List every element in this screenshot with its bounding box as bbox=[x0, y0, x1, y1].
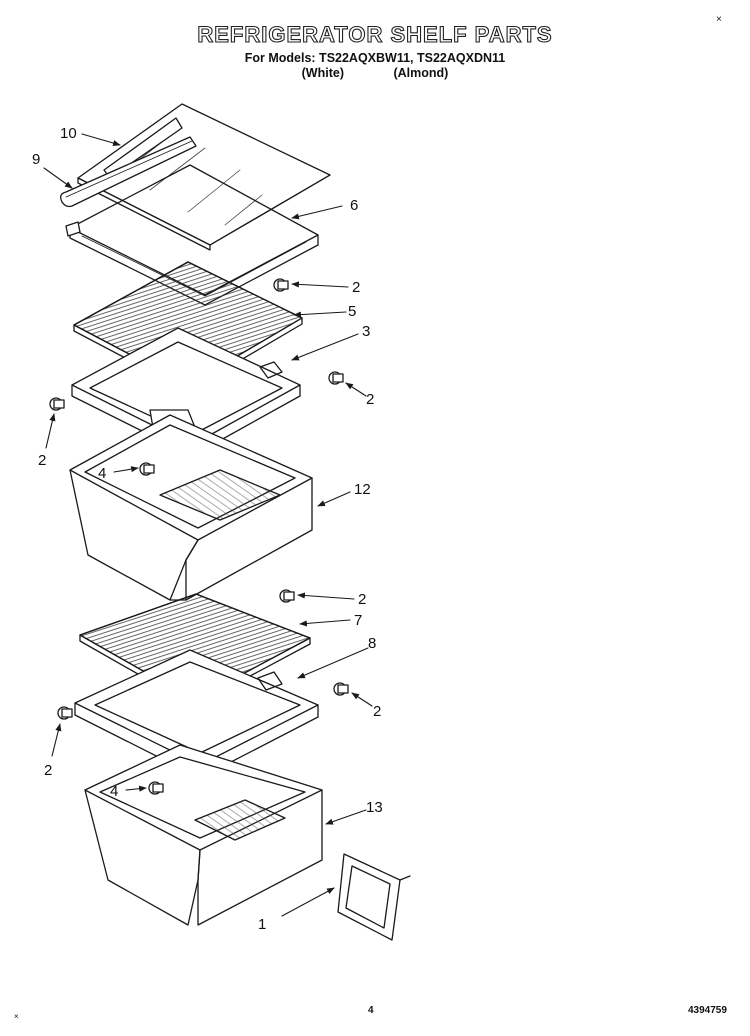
model-variants: (White) (Almond) bbox=[0, 66, 750, 80]
screw-fasteners bbox=[49, 278, 349, 795]
bracket-part-1 bbox=[337, 853, 411, 941]
crisper-drawer-part-12 bbox=[69, 409, 313, 601]
callout-1: 1 bbox=[258, 916, 266, 933]
corner-mark: × bbox=[716, 14, 722, 25]
callout-7: 7 bbox=[354, 612, 362, 629]
callout-numbers: 10 9 6 2 5 3 2 2 4 12 2 7 8 2 2 4 13 1 bbox=[32, 125, 383, 933]
variant-almond: (Almond) bbox=[393, 66, 449, 80]
callout-2c: 2 bbox=[38, 452, 46, 469]
page-title: REFRIGERATOR SHELF PARTS bbox=[197, 21, 553, 47]
model-numbers: For Models: TS22AQXBW11, TS22AQXDN11 bbox=[244, 51, 506, 65]
callout-4a: 4 bbox=[98, 465, 106, 482]
callout-3: 3 bbox=[362, 323, 370, 340]
callout-2a: 2 bbox=[352, 279, 360, 296]
variant-white: (White) bbox=[301, 66, 344, 80]
callout-4b: 4 bbox=[110, 783, 118, 800]
document-number: 4394759 bbox=[688, 1005, 727, 1016]
corner-mark-bottom: × bbox=[14, 1012, 19, 1021]
crisper-drawer-part-13 bbox=[84, 744, 323, 926]
trim-strip-part-9 bbox=[60, 136, 197, 208]
callout-12: 12 bbox=[354, 481, 371, 498]
callout-5: 5 bbox=[348, 303, 356, 320]
glass-shelf-part-10 bbox=[77, 103, 331, 251]
callout-2f: 2 bbox=[44, 762, 52, 779]
callout-2b: 2 bbox=[366, 391, 374, 408]
callout-2e: 2 bbox=[373, 703, 381, 720]
leader-lines bbox=[43, 133, 373, 917]
callout-13: 13 bbox=[366, 799, 383, 816]
callout-10: 10 bbox=[60, 125, 77, 142]
page-number: 4 bbox=[368, 1005, 374, 1016]
callout-2d: 2 bbox=[358, 591, 366, 608]
callout-6: 6 bbox=[350, 197, 358, 214]
callout-9: 9 bbox=[32, 151, 40, 168]
callout-8: 8 bbox=[368, 635, 376, 652]
